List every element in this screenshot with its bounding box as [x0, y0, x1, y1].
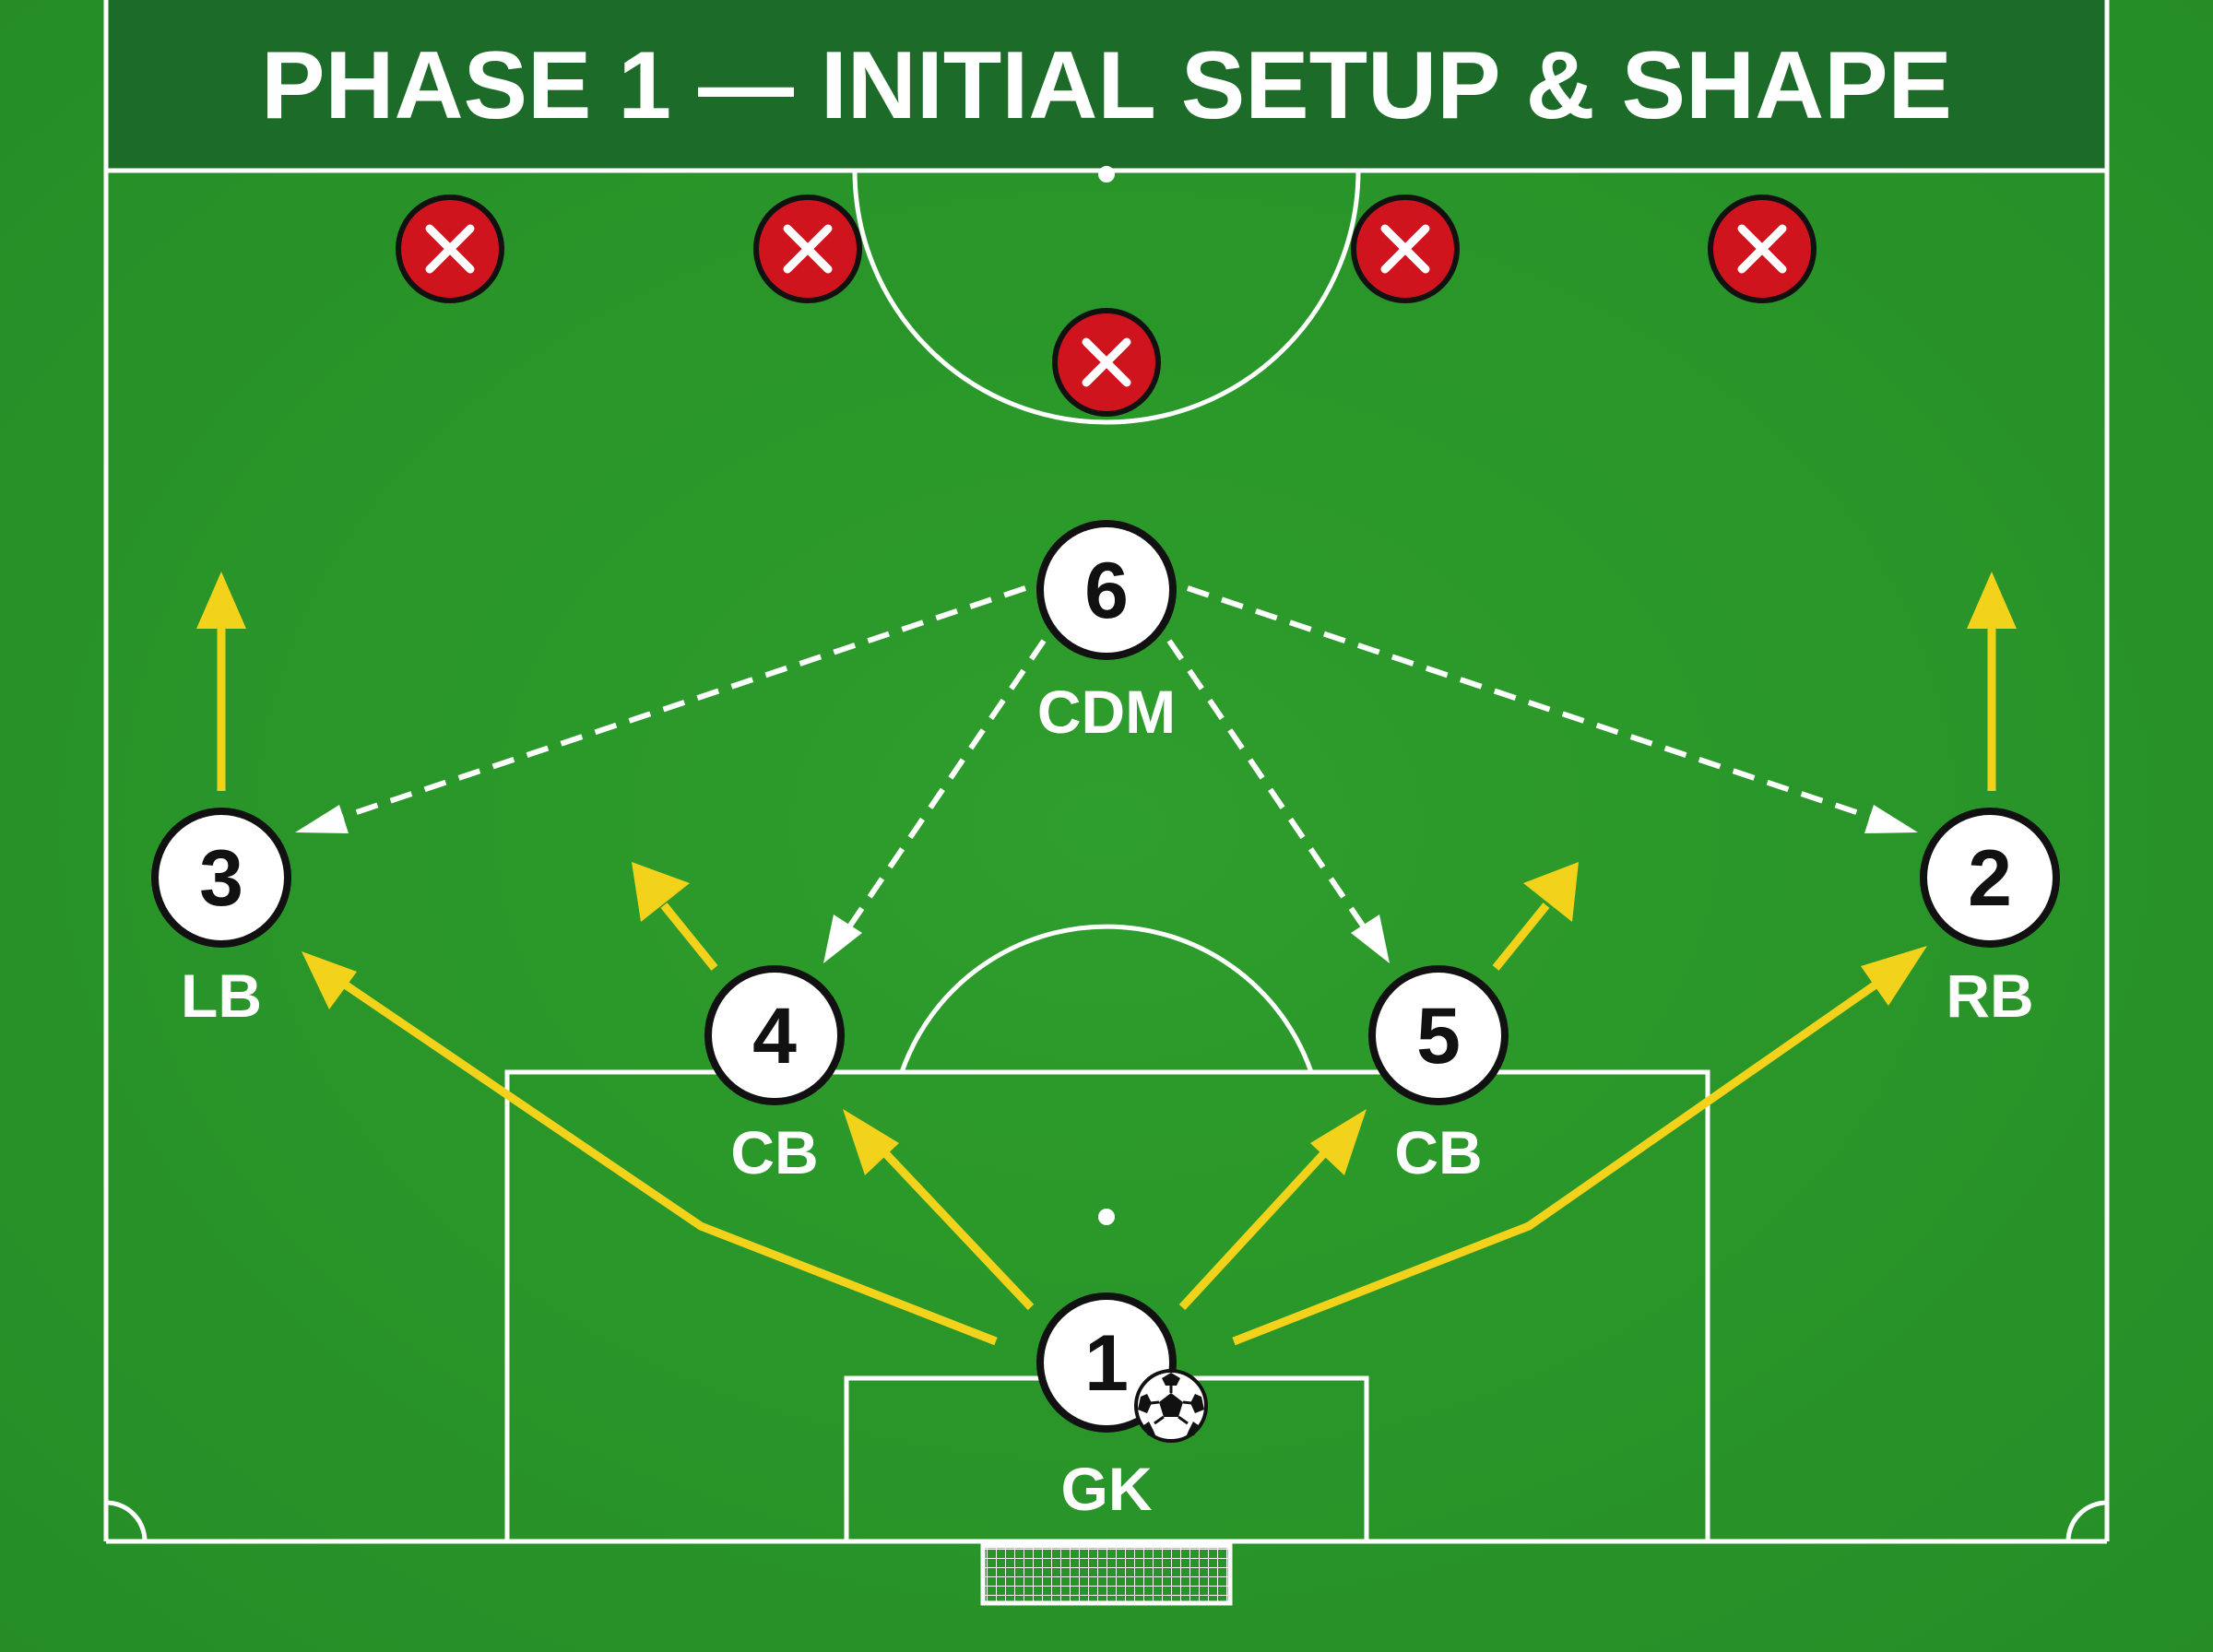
player-number: 1 [1084, 1319, 1129, 1408]
goal-net [980, 1543, 1233, 1606]
pass-lane-cdm-lb [331, 585, 1026, 823]
title-banner: PHASE 1 — INITIAL SETUP & SHAPE [106, 0, 2107, 171]
arrowhead-lcb-ball [843, 1109, 899, 1175]
player-rb[interactable]: 2RB [1920, 808, 2060, 1030]
player-position-label: RB [1946, 962, 2033, 1030]
player-number: 2 [1968, 834, 2012, 923]
arrowhead-rb-run [1967, 572, 2017, 629]
passing-lanes [331, 585, 1882, 933]
corner-arc-right [2065, 1500, 2108, 1542]
pass-lane-cdm-rb [1187, 585, 1882, 823]
soccer-ball-icon [1134, 1369, 1208, 1443]
player-number: 5 [1416, 992, 1461, 1080]
player-lb[interactable]: 3LB [151, 808, 291, 1030]
player-position-label: CB [730, 1118, 818, 1186]
player-position-label: CB [1394, 1118, 1482, 1186]
arrow-gk-to-rcb [1178, 1138, 1339, 1311]
center-spot [1098, 166, 1115, 183]
penalty-spot [1098, 1209, 1115, 1225]
center-circle [852, 170, 1361, 425]
arrowhead-lcb-run [632, 862, 690, 922]
player-position-label: GK [1061, 1455, 1153, 1523]
opponent-5 [1708, 195, 1817, 303]
player-position-label: CDM [1037, 678, 1176, 746]
movement-arrowheads [196, 572, 2017, 1175]
player-token [151, 808, 291, 948]
player-number: 4 [752, 992, 797, 1080]
arrowhead-lb-run [196, 572, 246, 629]
arrow-lcb-advance [660, 903, 718, 971]
player-token [1036, 520, 1177, 660]
corner-arc-left [105, 1500, 148, 1542]
pass-lane-cdm-rcb [1166, 639, 1369, 933]
player-token [1368, 965, 1509, 1105]
penalty-arc [899, 924, 1314, 1073]
opponent-4 [1351, 195, 1460, 303]
arrowhead-lb-ball [302, 951, 357, 1009]
x-icon [1380, 224, 1430, 274]
player-number: 6 [1084, 547, 1129, 635]
player-lcb[interactable]: 4CB [704, 965, 845, 1186]
player-position-label: LB [181, 962, 262, 1030]
pass-lane-cdm-lcb [844, 639, 1047, 933]
arrow-gk-to-lb [325, 969, 998, 1346]
opponents [396, 195, 1817, 417]
arrow-rcb-advance [1492, 903, 1550, 971]
arrowhead-rb-ball [1861, 946, 1927, 1006]
passing-arrowheads [295, 805, 1918, 963]
arrowhead-rcb-run [1523, 862, 1579, 922]
player-token [704, 965, 845, 1105]
player-rcb[interactable]: 5CB [1368, 965, 1509, 1186]
movement-arrows [217, 629, 1996, 1346]
opponent-3 [1052, 308, 1161, 417]
arrow-gk-to-rb [1232, 964, 1902, 1346]
arrowhead-rcb-ball [1310, 1109, 1367, 1175]
x-icon [1737, 224, 1787, 274]
opponent-2 [753, 195, 862, 303]
opponent-1 [396, 195, 504, 303]
x-icon [425, 224, 475, 274]
player-token [1920, 808, 2060, 948]
x-icon [783, 224, 833, 274]
arrow-gk-to-lcb [870, 1138, 1035, 1311]
player-number: 3 [199, 834, 243, 923]
x-icon [1082, 337, 1131, 387]
diagram-title: PHASE 1 — INITIAL SETUP & SHAPE [261, 32, 1952, 139]
